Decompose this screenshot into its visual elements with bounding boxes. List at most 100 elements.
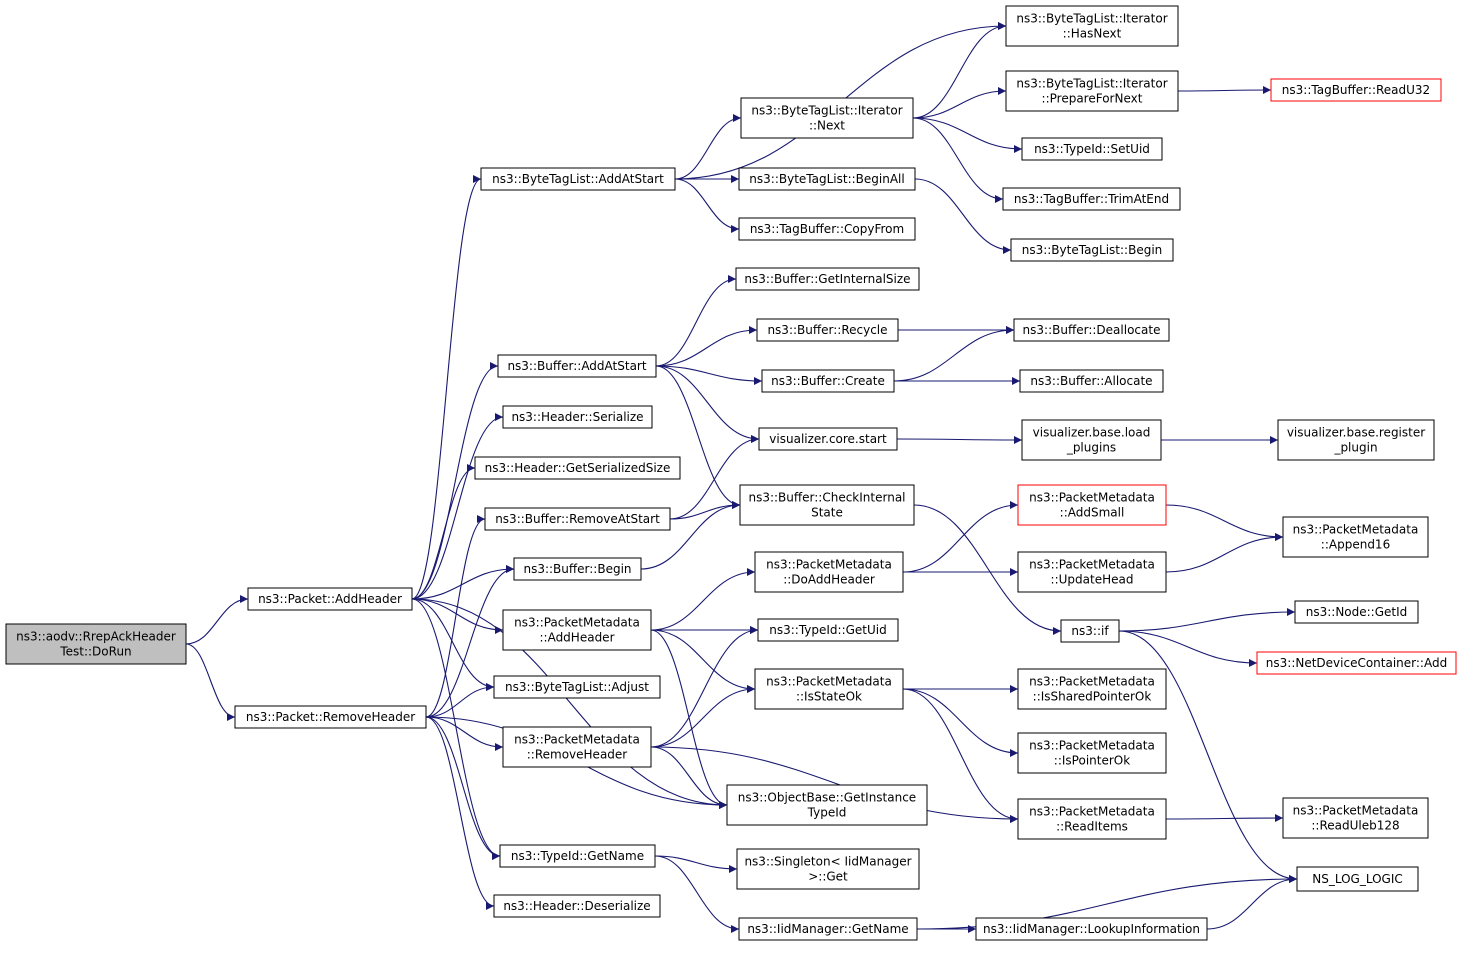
node-label: ns3::PacketMetadata	[1029, 805, 1155, 819]
edge-root-to-packet-addheader	[185, 595, 249, 645]
node-packet-removeheader[interactable]: ns3::Packet::RemoveHeader	[234, 705, 427, 729]
edge-pm-removeheader-to-typeid-getuid	[650, 626, 759, 748]
node-iidmanager-lookupinformation[interactable]: ns3::IidManager::LookupInformation	[975, 917, 1208, 941]
edge-buffer-addatstart-to-buffer-getinternalsize	[655, 275, 737, 367]
node-box	[484, 507, 671, 531]
node-tagbuffer-trimatend[interactable]: ns3::TagBuffer::TrimAtEnd	[1002, 187, 1181, 211]
node-label: ns3::Header::Deserialize	[503, 899, 650, 913]
edge-packet-removeheader-to-buffer-begin	[425, 565, 515, 718]
node-visualizer-core-start[interactable]: visualizer.core.start	[758, 427, 898, 451]
edge-ns3-if-to-netdevicecontainer-add	[1118, 630, 1258, 667]
node-netdevicecontainer-add[interactable]: ns3::NetDeviceContainer::Add	[1256, 651, 1457, 675]
node-bytetaglist-adjust[interactable]: ns3::ByteTagList::Adjust	[493, 675, 661, 699]
node-label: ::IsSharedPointerOk	[1033, 690, 1152, 704]
node-pm-readitems[interactable]: ns3::PacketMetadata::ReadItems	[1017, 798, 1167, 840]
node-buffer-allocate[interactable]: ns3::Buffer::Allocate	[1019, 369, 1164, 393]
node-label: ns3::ByteTagList::AddAtStart	[492, 172, 664, 186]
node-label: ns3::PacketMetadata	[1029, 558, 1155, 572]
node-header-deserialize[interactable]: ns3::Header::Deserialize	[493, 894, 661, 918]
edge-iterator-next-to-tagbuffer-trimatend	[912, 117, 1004, 203]
node-label: ::IsPointerOk	[1054, 754, 1130, 768]
node-label: ns3::Buffer::Begin	[523, 562, 631, 576]
node-node-getid[interactable]: ns3::Node::GetId	[1294, 600, 1419, 624]
node-label: ns3::Buffer::AddAtStart	[507, 359, 646, 373]
node-packet-addheader[interactable]: ns3::Packet::AddHeader	[247, 587, 413, 611]
node-label: ns3::TagBuffer::ReadU32	[1282, 83, 1430, 97]
node-header-serialize[interactable]: ns3::Header::Serialize	[502, 405, 653, 429]
node-buffer-removeatstart[interactable]: ns3::Buffer::RemoveAtStart	[484, 507, 671, 531]
node-visualizer-base-load-plugins[interactable]: visualizer.base.load_plugins	[1021, 419, 1162, 461]
node-bytetaglist-begin[interactable]: ns3::ByteTagList::Begin	[1010, 238, 1174, 262]
edge-packet-addheader-to-bytetaglist-adjust	[411, 598, 495, 691]
node-label: ns3::TypeId::GetName	[511, 849, 644, 863]
edge-pm-removeheader-to-pm-isstateok	[650, 685, 756, 748]
node-label: ns3::TagBuffer::TrimAtEnd	[1014, 192, 1169, 206]
node-label: TypeId	[807, 806, 847, 820]
node-ns-log-logic[interactable]: NS_LOG_LOGIC	[1296, 866, 1419, 892]
node-box	[513, 557, 642, 581]
node-bytetaglist-beginall[interactable]: ns3::ByteTagList::BeginAll	[738, 167, 916, 191]
edge-pm-addsmall-to-pm-append16	[1165, 504, 1284, 541]
node-header-getserializedsize[interactable]: ns3::Header::GetSerializedSize	[474, 456, 681, 480]
node-buffer-addatstart[interactable]: ns3::Buffer::AddAtStart	[497, 354, 657, 378]
node-label: Test::DoRun	[59, 645, 131, 659]
node-box	[1277, 419, 1435, 461]
edge-ns3-if-to-node-getid	[1118, 608, 1296, 632]
node-box	[502, 726, 652, 768]
node-iidmanager-getname[interactable]: ns3::IidManager::GetName	[738, 917, 918, 941]
edge-buffer-addatstart-to-buffer-checkinternalstate	[655, 365, 741, 509]
node-buffer-begin[interactable]: ns3::Buffer::Begin	[513, 557, 642, 581]
edge-buffer-addatstart-to-buffer-recycle	[655, 326, 758, 367]
node-pm-append16[interactable]: ns3::PacketMetadata::Append16	[1282, 516, 1429, 558]
node-pm-removeheader[interactable]: ns3::PacketMetadata::RemoveHeader	[502, 726, 652, 768]
node-bytetaglist-addatstart[interactable]: ns3::ByteTagList::AddAtStart	[480, 167, 676, 191]
node-visualizer-base-register-plugin[interactable]: visualizer.base.register_plugin	[1277, 419, 1435, 461]
node-pm-doaddheader[interactable]: ns3::PacketMetadata::DoAddHeader	[754, 551, 904, 593]
node-singleton-get[interactable]: ns3::Singleton< IidManager>::Get	[736, 848, 920, 890]
node-label: ::RemoveHeader	[527, 748, 628, 762]
node-pm-ispointerok[interactable]: ns3::PacketMetadata::IsPointerOk	[1017, 732, 1167, 774]
node-label: ns3::PacketMetadata	[1029, 739, 1155, 753]
node-tagbuffer-readu32[interactable]: ns3::TagBuffer::ReadU32	[1270, 78, 1442, 102]
node-ns3-if[interactable]: ns3::if	[1060, 619, 1120, 643]
node-box	[5, 623, 187, 665]
node-buffer-create[interactable]: ns3::Buffer::Create	[761, 369, 895, 393]
node-box	[1060, 619, 1120, 643]
node-box	[739, 484, 915, 526]
node-label: ns3::Packet::RemoveHeader	[246, 710, 415, 724]
node-label: ::AddHeader	[539, 631, 614, 645]
node-pm-addsmall[interactable]: ns3::PacketMetadata::AddSmall	[1017, 484, 1167, 526]
node-iterator-next[interactable]: ns3::ByteTagList::Iterator::Next	[740, 97, 914, 139]
nodes: ns3::aodv::RrepAckHeaderTest::DoRunns3::…	[5, 5, 1457, 941]
node-box	[497, 354, 657, 378]
node-label: ns3::Buffer::GetInternalSize	[744, 272, 910, 286]
node-buffer-getinternalsize[interactable]: ns3::Buffer::GetInternalSize	[735, 267, 920, 291]
node-box	[1256, 651, 1457, 675]
edge-iterator-next-to-iterator-preparefornext	[912, 87, 1007, 119]
node-tagbuffer-copyfrom[interactable]: ns3::TagBuffer::CopyFrom	[738, 217, 916, 241]
node-pm-updatehead[interactable]: ns3::PacketMetadata::UpdateHead	[1017, 551, 1167, 593]
edge-buffer-addatstart-to-visualizer-core-start	[655, 365, 760, 443]
node-label: ns3::PacketMetadata	[1029, 675, 1155, 689]
node-box	[1019, 369, 1164, 393]
node-label: ::IsStateOk	[796, 690, 862, 704]
node-iterator-hasnext[interactable]: ns3::ByteTagList::Iterator::HasNext	[1005, 5, 1179, 47]
node-pm-isstateok[interactable]: ns3::PacketMetadata::IsStateOk	[754, 668, 904, 710]
node-pm-readuleb128[interactable]: ns3::PacketMetadata::ReadUleb128	[1282, 797, 1429, 839]
node-label: State	[811, 506, 843, 520]
node-buffer-recycle[interactable]: ns3::Buffer::Recycle	[756, 318, 899, 342]
edge-pm-isstateok-to-pm-ispointerok	[902, 688, 1019, 757]
node-typeid-setuid[interactable]: ns3::TypeId::SetUid	[1021, 137, 1163, 161]
node-typeid-getuid[interactable]: ns3::TypeId::GetUid	[757, 618, 899, 642]
node-pm-addheader[interactable]: ns3::PacketMetadata::AddHeader	[502, 609, 652, 651]
node-pm-issharedpointerok[interactable]: ns3::PacketMetadata::IsSharedPointerOk	[1017, 668, 1167, 710]
edge-buffer-removeatstart-to-visualizer-core-start	[669, 435, 760, 520]
node-label: ns3::PacketMetadata	[1029, 491, 1155, 505]
node-label: ::ReadItems	[1056, 820, 1128, 834]
node-typeid-getname[interactable]: ns3::TypeId::GetName	[499, 844, 656, 868]
node-iterator-preparefornext[interactable]: ns3::ByteTagList::Iterator::PrepareForNe…	[1005, 70, 1179, 112]
node-buffer-deallocate[interactable]: ns3::Buffer::Deallocate	[1013, 318, 1170, 342]
